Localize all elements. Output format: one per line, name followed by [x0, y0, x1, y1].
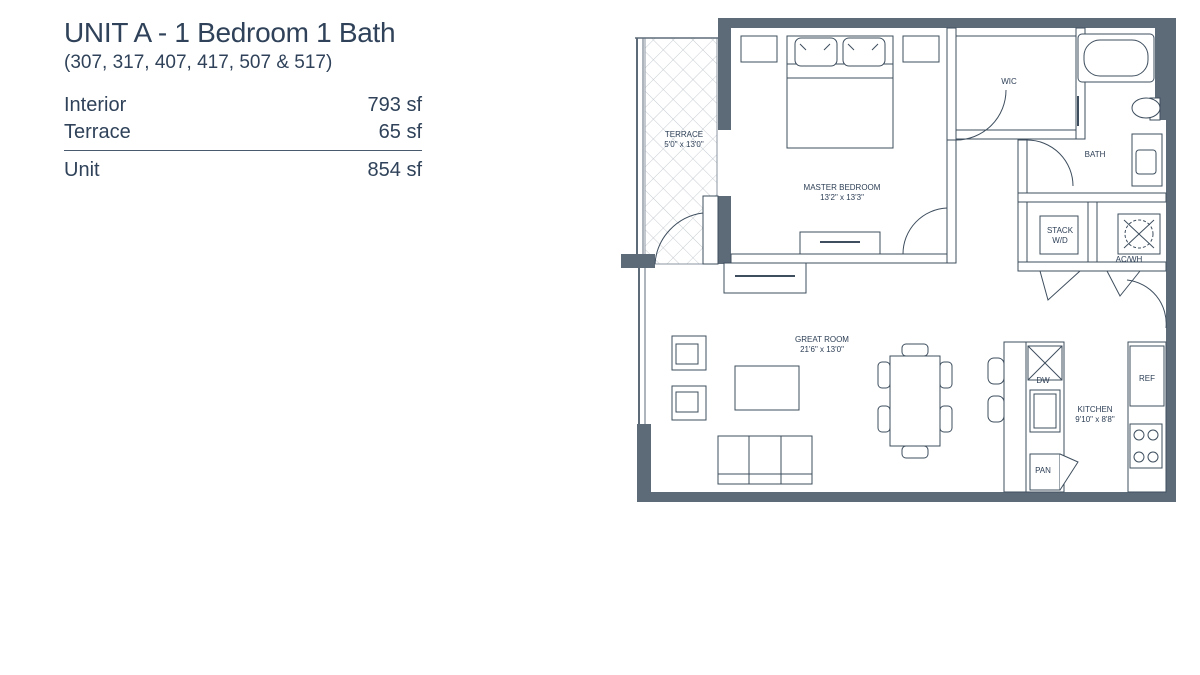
ref-label: REF [1139, 374, 1155, 383]
stack-label: STACK [1047, 226, 1074, 235]
laundry-fixtures [1039, 213, 1161, 255]
unit-title: UNIT A - 1 Bedroom 1 Bath [64, 17, 396, 48]
dressers [735, 231, 881, 277]
kitchen-fixtures [987, 341, 1167, 493]
area-value-interior: 793 sf [367, 94, 422, 116]
kitchen-label: KITCHEN [1077, 405, 1112, 414]
terrace-label: TERRACE [665, 130, 703, 139]
interior-doors [902, 89, 1167, 329]
unit-info-panel: UNIT A - 1 Bedroom 1 Bath (307, 317, 407… [64, 16, 424, 184]
area-value-terrace: 65 sf [378, 121, 422, 143]
kitchen-dims: 9'10" x 8'8" [1075, 415, 1115, 424]
area-row-terrace: Terrace 65 sf [64, 119, 422, 146]
bath-fixtures [1077, 33, 1163, 187]
area-value-unit: 854 sf [367, 159, 422, 181]
dw-label: DW [1036, 376, 1050, 385]
terrace-dims: 5'0" x 13'0" [664, 140, 704, 149]
area-divider [64, 150, 422, 151]
window-wall [638, 268, 646, 424]
terrace-door [654, 195, 719, 265]
area-label-unit: Unit [64, 159, 100, 181]
great-room-furniture [671, 335, 813, 485]
great-room-label: GREAT ROOM [795, 335, 849, 344]
master-bedroom-dims: 13'2" x 13'3" [820, 193, 864, 202]
bed [740, 35, 940, 149]
interior-walls [723, 27, 1167, 294]
great-room-dims: 21'6" x 13'0" [800, 345, 844, 354]
area-row-unit: Unit 854 sf [64, 157, 422, 184]
dining-table [877, 343, 953, 459]
bath-label: BATH [1085, 150, 1106, 159]
wic-label: WIC [1001, 77, 1017, 86]
area-label-interior: Interior [64, 94, 127, 116]
acwh-label: AC/WH [1116, 255, 1143, 264]
exterior-walls [621, 18, 1176, 502]
unit-numbers: (307, 317, 407, 417, 507 & 517) [64, 52, 333, 73]
pan-label: PAN [1035, 466, 1051, 475]
area-label-terrace: Terrace [64, 121, 131, 143]
stack-wd-label: W/D [1052, 236, 1068, 245]
master-bedroom-label: MASTER BEDROOM [804, 183, 881, 192]
area-table: Interior 793 sf Terrace 65 sf Unit 854 s… [64, 92, 422, 184]
area-row-interior: Interior 793 sf [64, 92, 422, 119]
